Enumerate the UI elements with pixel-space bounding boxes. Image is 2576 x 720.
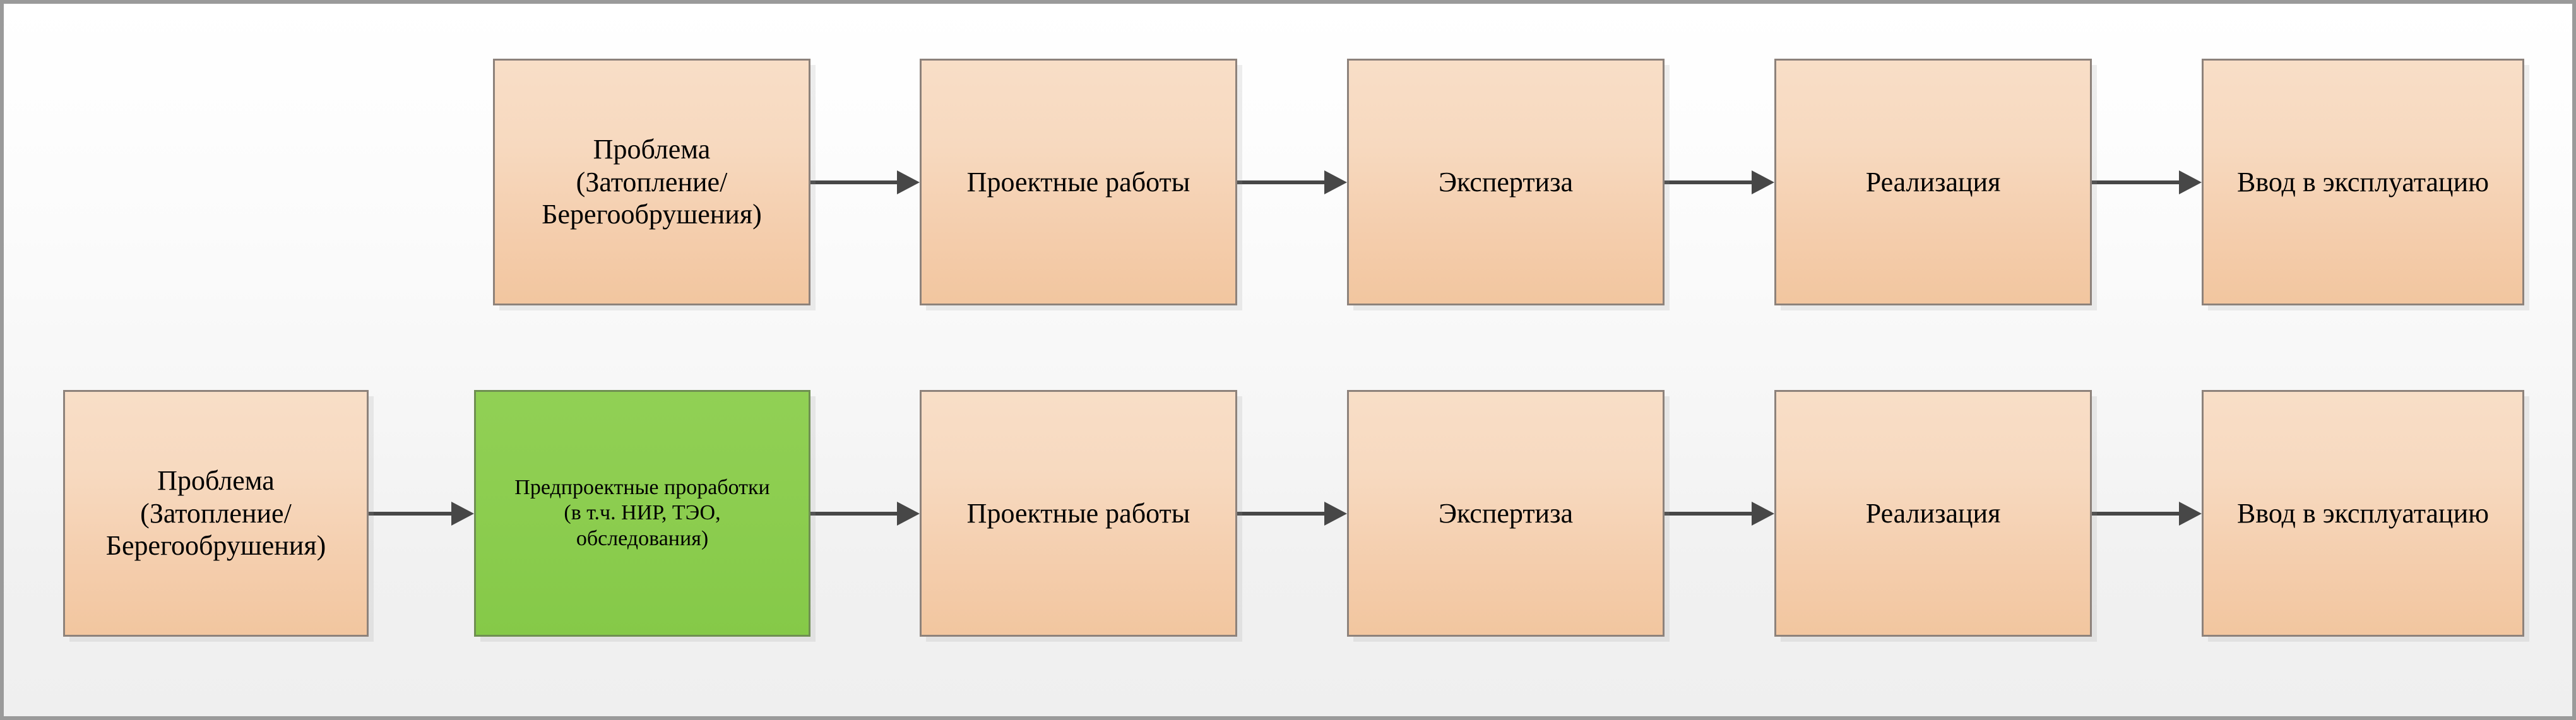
arrow-head-icon — [1324, 502, 1347, 526]
arrow-head-icon — [1752, 170, 1774, 194]
arrow-shaft — [810, 180, 901, 184]
flow-node-label: Проектные работы — [966, 497, 1190, 529]
flow-node-label: Реализация — [1865, 497, 2001, 529]
flow-node-label: Экспертиза — [1438, 497, 1574, 529]
arrow-shaft — [2092, 180, 2183, 184]
arrow-shaft — [810, 512, 901, 516]
flow-node-b3[interactable]: Проектные работы — [920, 390, 1237, 637]
arrow-head-icon — [2179, 502, 2202, 526]
flow-node-label: Реализация — [1865, 166, 2001, 198]
flow-row-proposed-process-with-pre-design: Проблема (Затопление/ Берегообрушения) Пр… — [4, 4, 2572, 716]
arrow-shaft — [1237, 512, 1328, 516]
flow-node-label: Ввод в эксплуатацию — [2237, 166, 2489, 198]
flow-node-label: Проблема (Затопление/ Берегообрушения) — [105, 464, 326, 562]
arrow-head-icon — [897, 170, 920, 194]
flow-node-b6[interactable]: Ввод в эксплуатацию — [2202, 390, 2524, 637]
arrow-head-icon — [897, 502, 920, 526]
flow-row-existing-process-without-pre-design: Проблема (Затопление/ Берегообрушения) Пр… — [4, 4, 2572, 716]
arrow-head-icon — [1752, 502, 1774, 526]
flow-node-label: Ввод в эксплуатацию — [2237, 497, 2489, 529]
flow-node-label: Предпроектные проработки (в т.ч. НИР, ТЭ… — [514, 476, 770, 550]
arrow-shaft — [369, 512, 455, 516]
arrow-shaft — [1665, 512, 1755, 516]
flow-node-b1[interactable]: Проблема (Затопление/ Берегообрушения) — [63, 390, 369, 637]
flow-node-t2[interactable]: Проектные работы — [920, 59, 1237, 305]
arrow-shaft — [1665, 180, 1755, 184]
arrow-head-icon — [451, 502, 474, 526]
arrow-head-icon — [2179, 170, 2202, 194]
flow-node-label: Проблема (Затопление/ Берегообрушения) — [542, 133, 762, 230]
flow-node-b5[interactable]: Реализация — [1774, 390, 2092, 637]
arrow-head-icon — [1324, 170, 1347, 194]
flow-node-t5[interactable]: Ввод в эксплуатацию — [2202, 59, 2524, 305]
flow-node-b4[interactable]: Экспертиза — [1347, 390, 1665, 637]
flow-node-t3[interactable]: Экспертиза — [1347, 59, 1665, 305]
arrow-shaft — [2092, 512, 2183, 516]
flow-node-t1[interactable]: Проблема (Затопление/ Берегообрушения) — [493, 59, 810, 305]
arrow-shaft — [1237, 180, 1328, 184]
flow-node-label: Проектные работы — [966, 166, 1190, 198]
flow-node-t4[interactable]: Реализация — [1774, 59, 2092, 305]
flow-node-label: Экспертиза — [1438, 166, 1574, 198]
flow-node-b2[interactable]: Предпроектные проработки (в т.ч. НИР, ТЭ… — [474, 390, 810, 637]
